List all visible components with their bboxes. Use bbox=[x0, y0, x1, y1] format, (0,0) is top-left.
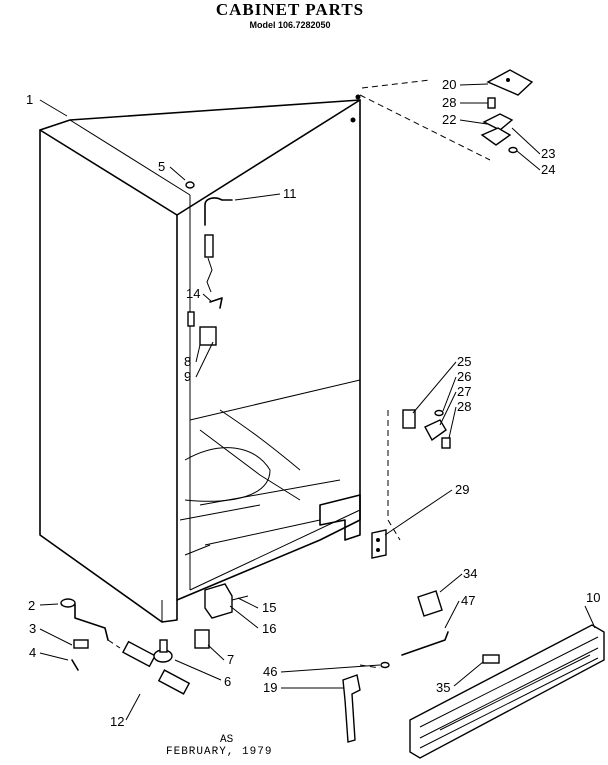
part-switch-8-9 bbox=[187, 311, 217, 346]
callout-16: 16 bbox=[262, 621, 276, 636]
control-box bbox=[204, 583, 249, 619]
callout-1: 1 bbox=[26, 92, 33, 107]
cabinet-shell bbox=[39, 94, 361, 623]
callout-6: 6 bbox=[224, 674, 231, 689]
footer-code: AS bbox=[220, 734, 234, 746]
callout-19: 19 bbox=[263, 680, 277, 695]
callout-28a: 28 bbox=[442, 95, 456, 110]
callout-23: 23 bbox=[541, 146, 555, 161]
callout-8: 8 bbox=[184, 354, 191, 369]
top-hinge-assembly bbox=[359, 69, 534, 161]
callout-27: 27 bbox=[457, 384, 471, 399]
part-tubing-upper bbox=[204, 234, 214, 293]
diagram-title: CABINET PARTS bbox=[215, 0, 365, 19]
callout-7: 7 bbox=[227, 652, 234, 667]
callout-11: 11 bbox=[283, 186, 297, 201]
callout-15: 15 bbox=[262, 600, 276, 615]
leader-lines bbox=[39, 83, 596, 721]
part-clip-14 bbox=[209, 297, 223, 309]
latch-34 bbox=[417, 590, 443, 617]
bracket-19 bbox=[342, 664, 381, 743]
callout-12: 12 bbox=[110, 714, 124, 729]
callout-25: 25 bbox=[457, 354, 471, 369]
leveling-leg bbox=[153, 629, 210, 663]
part-screw-top bbox=[185, 181, 195, 189]
callout-24: 24 bbox=[541, 162, 555, 177]
mid-hinge-assembly bbox=[387, 409, 451, 541]
callout-22: 22 bbox=[442, 112, 456, 127]
callout-35: 35 bbox=[436, 680, 450, 695]
callout-4: 4 bbox=[29, 645, 36, 660]
toe-grille bbox=[409, 624, 605, 759]
footer-date: FEBRUARY, 1979 bbox=[166, 746, 273, 758]
spring-rod-47 bbox=[401, 631, 449, 656]
callout-29: 29 bbox=[455, 482, 469, 497]
callout-26: 26 bbox=[457, 369, 471, 384]
model-number: Model 106.7282050 bbox=[249, 20, 331, 30]
drain-assembly bbox=[60, 598, 191, 695]
callout-34: 34 bbox=[463, 566, 477, 581]
callout-46: 46 bbox=[263, 664, 277, 679]
screw-46 bbox=[380, 661, 390, 669]
callout-14: 14 bbox=[186, 286, 200, 301]
callout-10: 10 bbox=[586, 590, 600, 605]
bottom-hinge-bracket bbox=[371, 529, 387, 559]
callout-28b: 28 bbox=[457, 399, 471, 414]
callout-2: 2 bbox=[28, 598, 35, 613]
callout-9: 9 bbox=[184, 369, 191, 384]
part-bracket-11 bbox=[204, 197, 233, 226]
callout-3: 3 bbox=[29, 621, 36, 636]
callout-47: 47 bbox=[461, 593, 475, 608]
callout-20: 20 bbox=[442, 77, 456, 92]
callout-5: 5 bbox=[158, 159, 165, 174]
clip-35 bbox=[482, 654, 500, 664]
